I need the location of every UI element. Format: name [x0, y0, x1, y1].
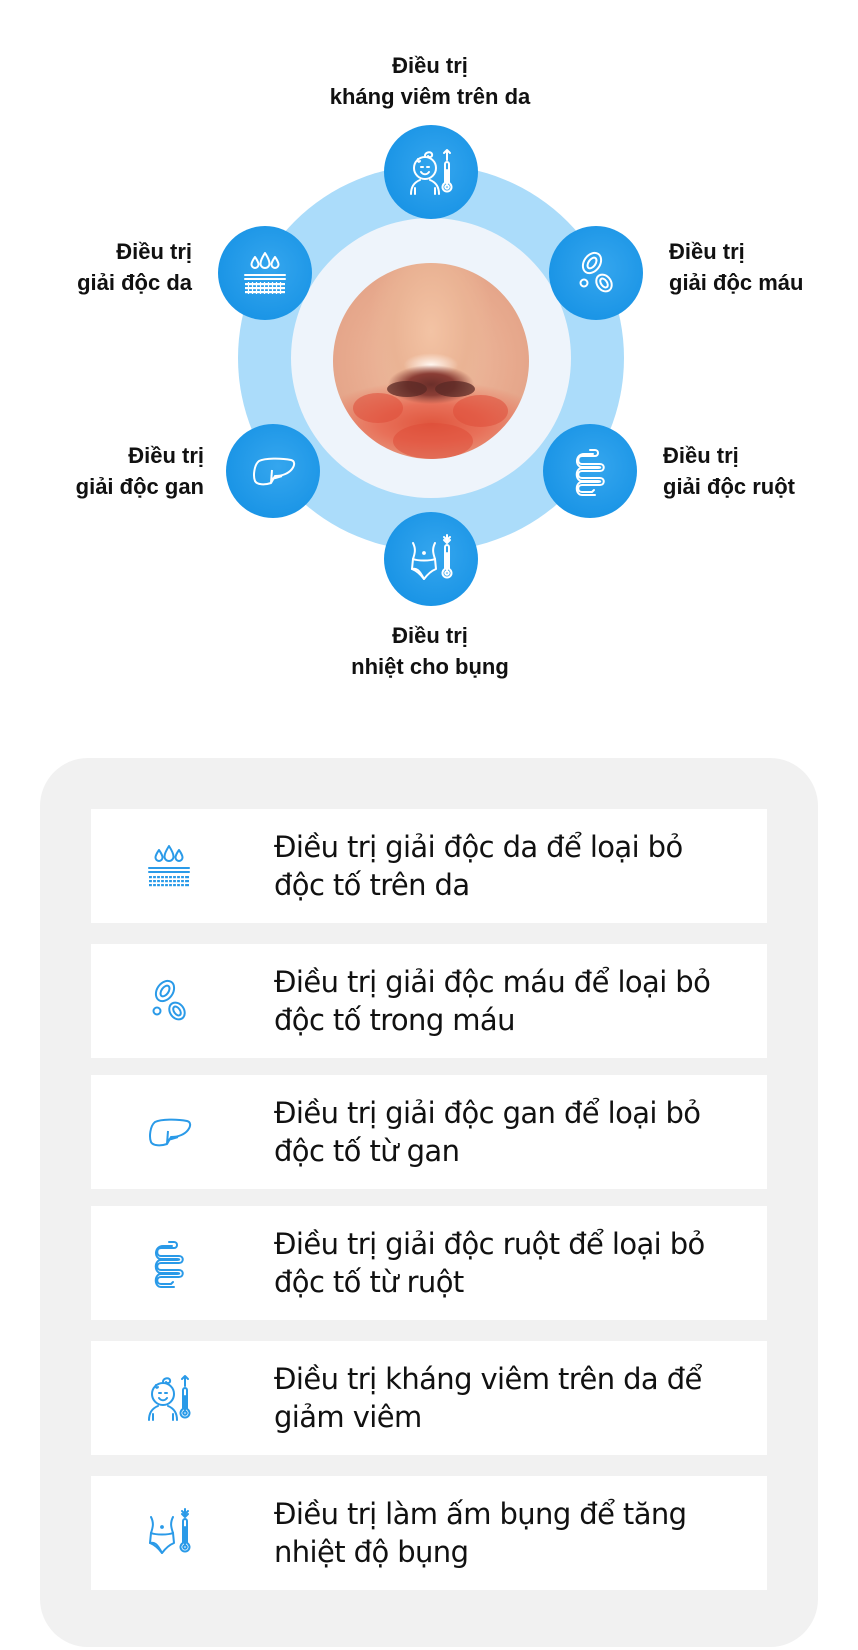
- baby-thermometer-up-icon: [403, 144, 459, 200]
- nose-rash-photo: [333, 263, 529, 459]
- blood-cells-icon: [141, 973, 197, 1029]
- node-intestine-detox: [543, 424, 637, 518]
- list-item-text: Điều trị làm ấm bụng để tăng nhiệt độ bụ…: [274, 1497, 687, 1569]
- node-skin-detox: [218, 226, 312, 320]
- liver-icon: [245, 443, 301, 499]
- node-label-abdomen-heat: Điều trị nhiệt cho bụng: [351, 623, 509, 679]
- list-item-text: Điều trị kháng viêm trên da để giảm viêm: [274, 1362, 702, 1434]
- list-item: Điều trị giải độc ruột để loại bỏ độc tố…: [91, 1206, 767, 1320]
- belly-thermometer-down-icon: [403, 531, 459, 587]
- intestine-icon: [141, 1235, 197, 1291]
- node-label-liver-detox: Điều trị giải độc gan: [75, 443, 204, 499]
- node-abdomen-heat: [384, 512, 478, 606]
- water-drops-skin-layers-icon: [141, 838, 197, 894]
- list-item-text: Điều trị giải độc da để loại bỏ độc tố t…: [274, 830, 683, 902]
- treatment-diagram: Điều trị kháng viêm trên da Điều trị giả…: [0, 0, 858, 700]
- treatment-list-panel: Điều trị giải độc da để loại bỏ độc tố t…: [40, 758, 818, 1647]
- list-item-text: Điều trị giải độc máu để loại bỏ độc tố …: [274, 965, 711, 1037]
- list-item: Điều trị làm ấm bụng để tăng nhiệt độ bụ…: [91, 1476, 767, 1590]
- liver-icon: [141, 1104, 197, 1160]
- blood-cells-icon: [568, 245, 624, 301]
- list-item-text: Điều trị giải độc gan để loại bỏ độc tố …: [274, 1096, 701, 1168]
- node-label-intestine-detox: Điều trị giải độc ruột: [663, 443, 795, 499]
- node-blood-detox: [549, 226, 643, 320]
- list-item: Điều trị giải độc da để loại bỏ độc tố t…: [91, 809, 767, 923]
- baby-thermometer-up-icon: [141, 1370, 197, 1426]
- list-item: Điều trị giải độc máu để loại bỏ độc tố …: [91, 944, 767, 1058]
- node-label-blood-detox: Điều trị giải độc máu: [669, 239, 804, 295]
- belly-thermometer-down-icon: [141, 1505, 197, 1561]
- list-item-text: Điều trị giải độc ruột để loại bỏ độc tố…: [274, 1227, 705, 1299]
- node-label-skin-detox: Điều trị giải độc da: [77, 239, 192, 295]
- node-skin-inflammation: [384, 125, 478, 219]
- intestine-icon: [562, 443, 618, 499]
- node-label-skin-inflammation: Điều trị kháng viêm trên da: [329, 53, 531, 109]
- list-item: Điều trị giải độc gan để loại bỏ độc tố …: [91, 1075, 767, 1189]
- water-drops-skin-layers-icon: [237, 245, 293, 301]
- list-item: Điều trị kháng viêm trên da để giảm viêm: [91, 1341, 767, 1455]
- node-liver-detox: [226, 424, 320, 518]
